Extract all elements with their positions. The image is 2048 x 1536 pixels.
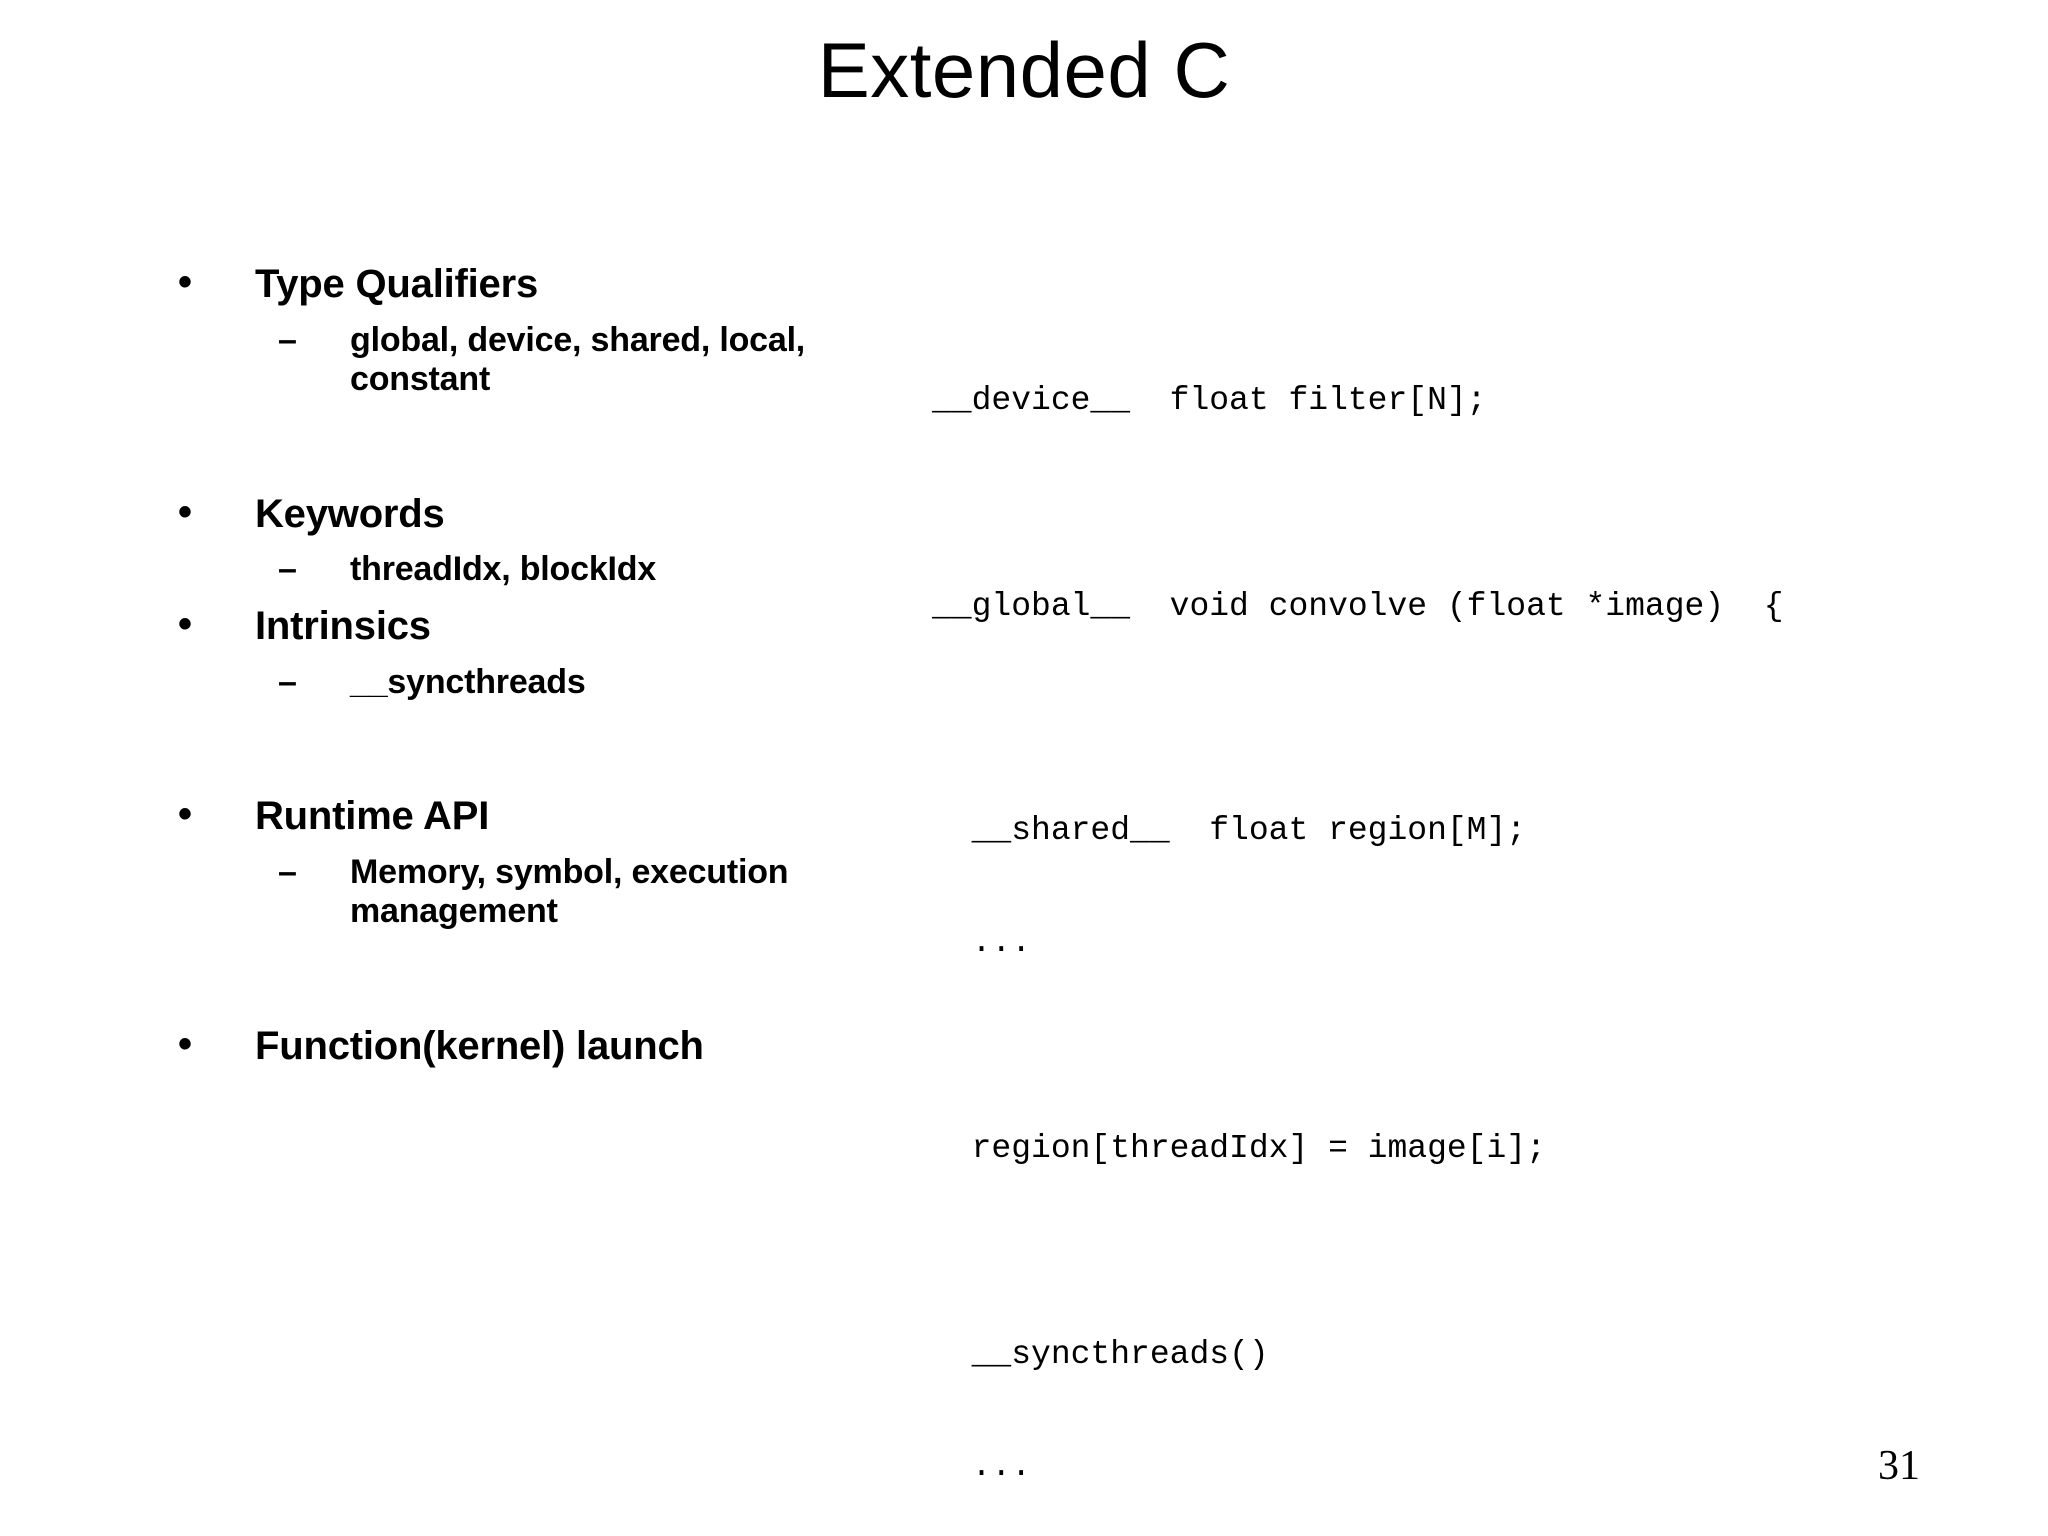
spacer <box>170 590 870 604</box>
spacer <box>170 702 870 794</box>
bullet-type-qualifiers: • Type Qualifiers <box>170 260 870 307</box>
spacer <box>170 307 870 321</box>
code-spacer <box>932 496 2022 524</box>
bullet-label: threadIdx, blockIdx <box>350 550 657 589</box>
bullet-label: global, device, shared, local, constant <box>350 320 806 399</box>
bullet-dot-icon: • <box>178 601 192 646</box>
spacer <box>170 932 870 1024</box>
code-line: ... <box>932 924 1032 961</box>
code-line: __device__ float filter[N]; <box>932 382 1487 419</box>
bullet-list: • Type Qualifiers – global, device, shar… <box>170 260 870 1069</box>
bullet-runtime-api: • Runtime API <box>170 792 870 839</box>
bullet-label: __syncthreads <box>350 662 586 701</box>
code-line: __syncthreads() <box>932 1336 1269 1373</box>
bullet-dash-icon: – <box>278 550 297 589</box>
page-title: Extended C <box>817 26 1231 114</box>
bullet-keywords-detail: – threadIdx, blockIdx <box>278 550 870 589</box>
code-block: __device__ float filter[N]; __global__ v… <box>932 318 2022 1536</box>
code-spacer <box>932 1244 2022 1272</box>
bullet-label: Memory, symbol, execution management <box>350 852 789 931</box>
bullet-label: Keywords <box>255 491 445 536</box>
code-line: region[threadIdx] = image[i]; <box>932 1130 1546 1167</box>
bullet-type-qualifiers-detail: – global, device, shared, local, constan… <box>278 321 870 400</box>
bullet-dash-icon: – <box>278 662 297 701</box>
code-line: __shared__ float region[M]; <box>932 812 1527 849</box>
spacer <box>170 400 870 492</box>
bullet-intrinsics-detail: – __syncthreads <box>278 663 870 702</box>
page-number: 31 <box>1878 1443 1920 1489</box>
bullet-dash-icon: – <box>278 852 297 891</box>
code-spacer <box>932 1038 2022 1066</box>
code-line: __global__ void convolve (float *image) … <box>932 588 1784 625</box>
code-line: ... <box>932 1448 1032 1485</box>
bullet-runtime-api-detail: – Memory, symbol, execution management <box>278 853 870 932</box>
spacer <box>170 649 870 663</box>
code-spacer <box>932 702 2022 748</box>
spacer <box>170 536 870 550</box>
bullet-dot-icon: • <box>178 1021 192 1066</box>
bullet-dot-icon: • <box>178 260 192 304</box>
bullet-dot-icon: • <box>178 489 192 534</box>
bullet-dot-icon: • <box>178 792 192 837</box>
spacer <box>170 839 870 853</box>
bullet-keywords: • Keywords <box>170 489 870 537</box>
bullet-intrinsics: • Intrinsics <box>170 601 870 649</box>
bullet-label: Intrinsics <box>255 603 431 648</box>
bullet-label: Runtime API <box>255 794 490 839</box>
bullet-dash-icon: – <box>278 320 297 359</box>
bullet-label: Function(kernel) launch <box>255 1023 704 1068</box>
bullet-label: Type Qualifiers <box>255 262 539 306</box>
bullet-function-kernel-launch: • Function(kernel) launch <box>170 1021 870 1069</box>
